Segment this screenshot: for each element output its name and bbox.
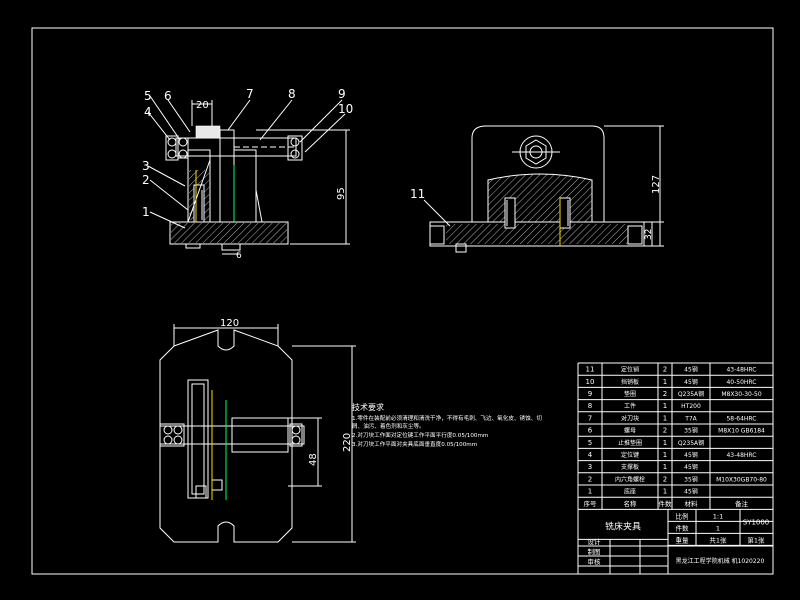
side-view [423,125,664,253]
bom-cell-name: 支撑板 [621,463,639,471]
bom-cell-qty: 1 [663,463,667,471]
bom-cell-material: T7A [684,415,697,422]
bom-cell-material: 45钢 [684,463,698,471]
bom-cell-qty: 1 [663,488,667,496]
scale-value: 1:1 [713,512,723,520]
callout-10: 10 [338,102,353,116]
bom-cell-material: 45钢 [684,451,698,459]
dim-32: 32 [644,229,654,240]
sheet-no: 第1张 [747,535,765,544]
bom-cell-no: 3 [588,463,592,471]
bom-cell-name: 螺母 [624,427,636,435]
bom-cell-no: 5 [588,439,592,447]
top-view [159,324,356,543]
bom-cell-material: Q235A钢 [678,390,704,398]
bom-cell-no: 9 [588,390,592,398]
callout-5: 5 [144,89,152,103]
callout-2: 2 [142,173,150,187]
tech-note-line-1: 1.零件在装配前必须清理和清洗干净，不得有毛刺、飞边、氧化皮、锈蚀、切 [352,414,542,422]
dim-48: 48 [308,453,319,466]
checker-label: 审核 [588,557,602,566]
weight-label: 重量 [676,536,690,544]
bom-cell-qty: 1 [663,451,667,459]
bom-cell-no: 11 [586,366,595,374]
callout-9: 9 [338,87,346,101]
bom-cell-qty: 1 [663,402,667,410]
bom-cell-name: 对刀块 [621,414,639,422]
dim-220: 220 [342,433,353,452]
dim-95: 95 [336,187,347,200]
bom-cell-name: 止推垫圈 [618,439,642,447]
bom-cell-qty: 2 [663,390,667,398]
bom-cell-name: 垫圈 [624,390,636,398]
drawing-no: SY1000 [743,518,770,526]
bom-cell-qty: 1 [663,439,667,447]
tech-notes-title: 技术要求 [352,402,384,412]
scale-label: 比例 [676,511,689,520]
callout-1: 1 [142,205,150,219]
bom-header-material: 材料 [685,499,699,508]
bom-cell-note: M8X10 GB6184 [718,428,765,435]
bom-cell-no: 6 [588,427,593,435]
dim-127: 127 [651,175,662,194]
bom-cell-name: 挡销板 [621,378,639,386]
bom-cell-material: 45钢 [684,378,698,386]
bom-cell-note: 43-48HRC [726,367,756,374]
bom-cell-no: 7 [588,414,592,422]
bom-cell-material: Q235A钢 [678,439,704,447]
bom-cell-name: 定位键 [621,451,639,459]
drafter-label: 制图 [588,547,601,556]
callout-8: 8 [288,87,296,101]
bom-cell-material: 45钢 [684,488,698,496]
bom-cell-name: 定位销 [621,366,639,374]
dim-120: 120 [220,318,239,329]
bom-cell-material: 45钢 [684,366,698,374]
bom-cell-qty: 2 [663,475,667,483]
bom-cell-qty: 1 [663,414,667,422]
designer-label: 设计 [588,537,602,546]
bom-table [577,362,774,575]
callout-3: 3 [142,159,150,173]
bom-cell-qty: 1 [663,378,667,386]
callout-6: 6 [164,89,172,103]
dim-20: 20 [196,100,209,111]
bom-cell-qty: 2 [663,427,667,435]
tech-note-line-3: 2.对刀块工作面对定位键工作平面平行度0.05/100mm [352,431,488,439]
front-view [147,95,350,255]
bom-header-name: 名称 [624,499,638,508]
bom-title: 铣床夹具 [605,520,641,532]
tech-note-line-4: 3.对刀块工作平面对夹具底面垂直度0.05/100mm [352,440,477,448]
bom-cell-no: 2 [588,475,592,483]
bom-header-qty: 件数 [659,499,673,508]
bom-cell-material: 35钢 [684,427,698,435]
count-label: 件数 [676,523,690,532]
bom-cell-note: M10X30GB70-80 [716,476,767,483]
bom-cell-note: 58-64HRC [726,415,756,422]
count-value: 1 [716,524,720,532]
callout-11: 11 [410,187,425,201]
bom-cell-no: 1 [588,488,592,496]
bom-cell-name: 工件 [624,402,636,410]
bom-cell-name: 底座 [624,488,636,496]
sheets-total: 共1张 [709,535,727,544]
bom-cell-no: 4 [588,451,593,459]
bom-cell-no: 10 [586,378,595,386]
bom-cell-no: 8 [588,402,592,410]
drawing-border [31,27,774,575]
bom-cell-note: M8X30-30-50 [721,391,762,398]
bom-header-no: 序号 [584,499,598,508]
tech-note-line-2: 屑、油污、着色剂和灰尘等。 [352,422,425,430]
callout-4: 4 [144,105,152,119]
school-name: 黑龙江工程学院机械 机1020220 [676,557,765,565]
bom-cell-material: 35钢 [684,475,698,483]
bom-cell-name: 内六角螺栓 [615,475,645,483]
dim-6: 6 [236,251,242,261]
bom-header-note: 备注 [735,499,749,508]
bom-cell-material: HT200 [681,403,701,410]
bom-cell-qty: 2 [663,366,667,374]
bom-cell-note: 43-48HRC [726,452,756,459]
callout-7: 7 [246,87,254,101]
bom-cell-note: 40-50HRC [726,379,756,386]
